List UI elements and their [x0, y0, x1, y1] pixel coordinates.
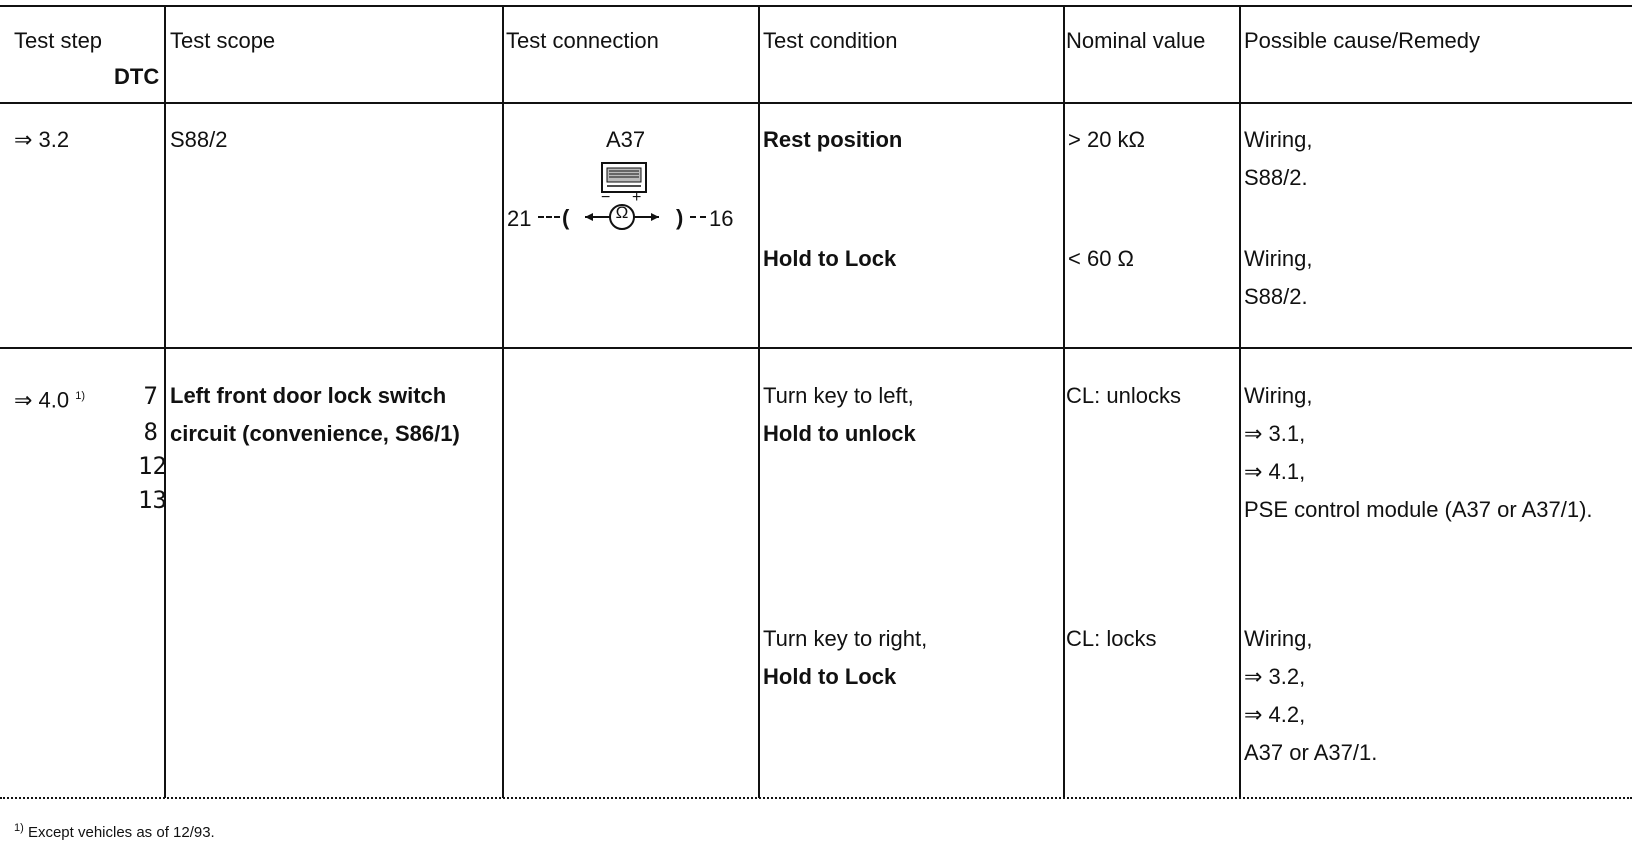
dtc-code: 7 — [143, 382, 158, 410]
header-test-condition: Test condition — [763, 28, 898, 53]
nominal-value: CL: locks — [1066, 626, 1157, 651]
header-test-step: Test step — [14, 28, 103, 53]
test-scope-line: Left front door lock switch — [170, 383, 447, 408]
meter-ohm-symbol: Ω — [615, 203, 629, 222]
meter-plus-sign: + — [632, 189, 642, 206]
cause-line: PSE control module (A37 or A37/1). — [1244, 497, 1593, 522]
cause-line: Wiring, — [1244, 383, 1313, 408]
probe-lead-left — [538, 216, 560, 218]
header-bottom-rule — [0, 102, 1632, 104]
dtc-code: 13 — [138, 486, 167, 514]
test-condition-line: Turn key to left, — [763, 383, 914, 408]
column-divider — [502, 5, 504, 798]
footnote-ref: 1) — [75, 390, 86, 402]
control-module-icon — [601, 162, 647, 193]
test-condition-rest-position: Rest position — [763, 127, 903, 152]
test-condition-line: Hold to unlock — [763, 421, 916, 446]
row-separator-rule — [0, 347, 1632, 349]
cause-line: Wiring, — [1244, 246, 1313, 271]
cause-line: S88/2. — [1244, 284, 1308, 309]
probe-lead-right — [690, 216, 706, 218]
test-condition-line: Hold to Lock — [763, 664, 897, 689]
test-step-3-2: ⇒ 3.2 — [14, 127, 70, 152]
column-divider — [1063, 5, 1065, 798]
footnote-text: Except vehicles as of 12/93. — [27, 824, 215, 841]
header-test-connection: Test connection — [506, 28, 659, 53]
header-test-scope: Test scope — [170, 28, 276, 53]
cause-line: ⇒ 4.2, — [1244, 702, 1306, 727]
cause-line: Wiring, — [1244, 626, 1313, 651]
test-scope-s88-2: S88/2 — [170, 127, 228, 152]
test-condition-hold-to-lock: Hold to Lock — [763, 246, 897, 271]
connector-close: ) — [676, 205, 684, 230]
nominal-value: > 20 kΩ — [1068, 127, 1145, 152]
column-divider — [758, 5, 760, 798]
dtc-code: 8 — [143, 418, 158, 446]
header-possible-cause: Possible cause/Remedy — [1244, 28, 1481, 53]
connection-pin-left: 21 — [507, 206, 532, 231]
dtc-code: 12 — [138, 452, 167, 480]
table-top-rule — [0, 5, 1632, 7]
test-step-4-0: ⇒ 4.0 1) — [14, 377, 85, 419]
cause-line: S88/2. — [1244, 165, 1308, 190]
header-dtc: DTC — [114, 64, 160, 89]
cause-line: ⇒ 3.2, — [1244, 664, 1306, 689]
footnote: 1) Except vehicles as of 12/93. — [14, 816, 215, 845]
cause-line: A37 or A37/1. — [1244, 740, 1378, 765]
header-nominal-value: Nominal value — [1066, 28, 1206, 53]
connection-module-label: A37 — [606, 127, 646, 152]
cause-line: ⇒ 3.1, — [1244, 421, 1306, 446]
nominal-value: CL: unlocks — [1066, 383, 1181, 408]
cause-line: ⇒ 4.1, — [1244, 459, 1306, 484]
column-divider — [164, 5, 166, 798]
column-divider — [1239, 5, 1241, 798]
nominal-value: < 60 Ω — [1068, 246, 1134, 271]
ohmmeter-icon — [583, 197, 661, 233]
connection-pin-right: 16 — [709, 206, 734, 231]
connector-open: ( — [562, 205, 570, 230]
test-step-label: ⇒ 4.0 — [14, 387, 70, 413]
table-bottom-dotted-rule — [0, 797, 1632, 799]
test-condition-line: Turn key to right, — [763, 626, 928, 651]
test-scope-line: circuit (convenience, S86/1) — [170, 421, 460, 446]
cause-line: Wiring, — [1244, 127, 1313, 152]
footnote-marker: 1) — [14, 822, 24, 834]
meter-minus-sign: − — [601, 189, 611, 206]
